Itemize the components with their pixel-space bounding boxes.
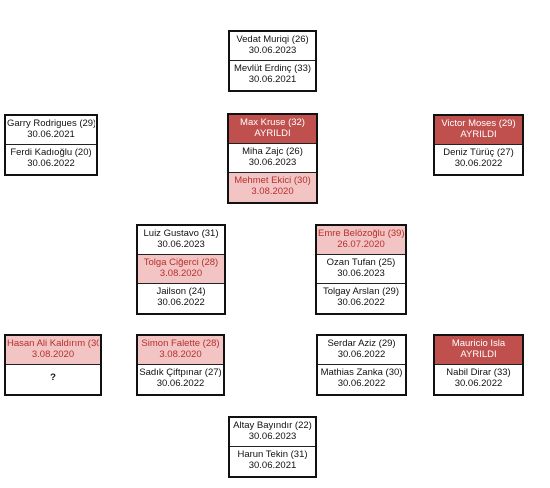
player-name: Jailson (24) (156, 286, 206, 297)
player-cell: Max Kruse (32)AYRILDI (229, 115, 316, 144)
player-status: 30.06.2023 (157, 239, 205, 250)
player-status: 3.08.2020 (251, 186, 294, 197)
player-name: Vedat Muriqi (26) (236, 34, 309, 45)
player-cell: Harun Tekin (31)30.06.2021 (230, 447, 315, 476)
player-status: 3.08.2020 (159, 268, 203, 279)
player-status: 30.06.2022 (337, 349, 386, 360)
player-cell: Mevlüt Erdinç (33)30.06.2021 (230, 61, 315, 90)
player-name: Tolgay Arslan (29) (322, 286, 400, 297)
player-name: Deniz Türüç (27) (443, 147, 514, 158)
player-status: 30.06.2023 (248, 157, 297, 168)
player-cell: Altay Bayındır (22)30.06.2023 (230, 418, 315, 447)
player-cell: Mehmet Ekici (30)3.08.2020 (229, 173, 316, 202)
player-name: Sadık Çiftpınar (27) (139, 367, 222, 378)
player-status: AYRILDI (460, 349, 497, 360)
player-status: AYRILDI (254, 128, 291, 139)
player-cell: Nabil Dirar (33)30.06.2022 (435, 365, 522, 394)
player-cell: Ozan Tufan (25)30.06.2023 (317, 255, 405, 284)
player-name: Mauricio Isla (451, 338, 506, 349)
player-cell: Serdar Aziz (29)30.06.2022 (318, 336, 405, 365)
player-cell: Sadık Çiftpınar (27)30.06.2022 (138, 365, 223, 394)
player-name: Ozan Tufan (25) (326, 257, 396, 268)
position-box-left-back: Hasan Ali Kaldırım (30)3.08.2020? (4, 334, 102, 396)
player-name: Ferdi Kadıoğlu (20) (10, 147, 92, 158)
player-cell: Mathias Zanka (30)30.06.2022 (318, 365, 405, 394)
player-name: Harun Tekin (31) (237, 449, 308, 460)
player-cell: Garry Rodrigues (29)30.06.2021 (6, 116, 96, 145)
player-name: Mathias Zanka (30) (320, 367, 403, 378)
player-status: 30.06.2022 (454, 158, 503, 169)
player-name: Hasan Ali Kaldırım (30) (7, 338, 99, 349)
player-cell: Tolga Ciğerci (28)3.08.2020 (138, 255, 224, 284)
player-cell: Miha Zajc (26)30.06.2023 (229, 144, 316, 173)
player-status: 30.06.2021 (27, 129, 75, 140)
player-status: 26.07.2020 (337, 239, 385, 250)
player-cell: ? (6, 365, 100, 394)
player-cell: Tolgay Arslan (29)30.06.2022 (317, 284, 405, 313)
player-status: 3.08.2020 (159, 349, 202, 360)
player-name: ? (50, 372, 56, 383)
player-cell: Ferdi Kadıoğlu (20)30.06.2022 (6, 145, 96, 174)
player-status: 30.06.2023 (337, 268, 385, 279)
player-status: 30.06.2023 (248, 431, 297, 442)
player-status: 30.06.2023 (248, 45, 297, 56)
player-name: Mehmet Ekici (30) (234, 175, 311, 186)
player-name: Simon Falette (28) (141, 338, 220, 349)
player-name: Max Kruse (32) (240, 117, 305, 128)
player-status: AYRILDI (460, 129, 497, 140)
player-cell: Luiz Gustavo (31)30.06.2023 (138, 226, 224, 255)
player-name: Altay Bayındır (22) (233, 420, 312, 431)
player-name: Victor Moses (29) (441, 118, 516, 129)
player-status: 30.06.2022 (27, 158, 75, 169)
player-status: 30.06.2022 (157, 297, 205, 308)
player-name: Emre Belözoğlu (39) (318, 228, 404, 239)
player-status: 30.06.2022 (156, 378, 205, 389)
player-name: Mevlüt Erdinç (33) (233, 63, 312, 74)
player-cell: Vedat Muriqi (26)30.06.2023 (230, 32, 315, 61)
player-cell: Hasan Ali Kaldırım (30)3.08.2020 (6, 336, 100, 365)
player-name: Garry Rodrigues (29) (7, 118, 95, 129)
player-name: Nabil Dirar (33) (446, 367, 511, 378)
player-name: Tolga Ciğerci (28) (143, 257, 219, 268)
player-status: 30.06.2021 (248, 460, 297, 471)
player-status: 30.06.2021 (248, 74, 297, 85)
player-name: Luiz Gustavo (31) (143, 228, 219, 239)
player-status: 3.08.2020 (31, 349, 75, 360)
player-status: 30.06.2022 (337, 297, 385, 308)
player-cell: Victor Moses (29)AYRILDI (435, 116, 522, 145)
player-name: Serdar Aziz (29) (327, 338, 396, 349)
player-cell: Jailson (24)30.06.2022 (138, 284, 224, 313)
player-status: 30.06.2022 (337, 378, 386, 389)
player-cell: Simon Falette (28)3.08.2020 (138, 336, 223, 365)
player-cell: Deniz Türüç (27)30.06.2022 (435, 145, 522, 174)
player-cell: Emre Belözoğlu (39)26.07.2020 (317, 226, 405, 255)
player-status: 30.06.2022 (454, 378, 503, 389)
player-name: Miha Zajc (26) (242, 146, 303, 157)
